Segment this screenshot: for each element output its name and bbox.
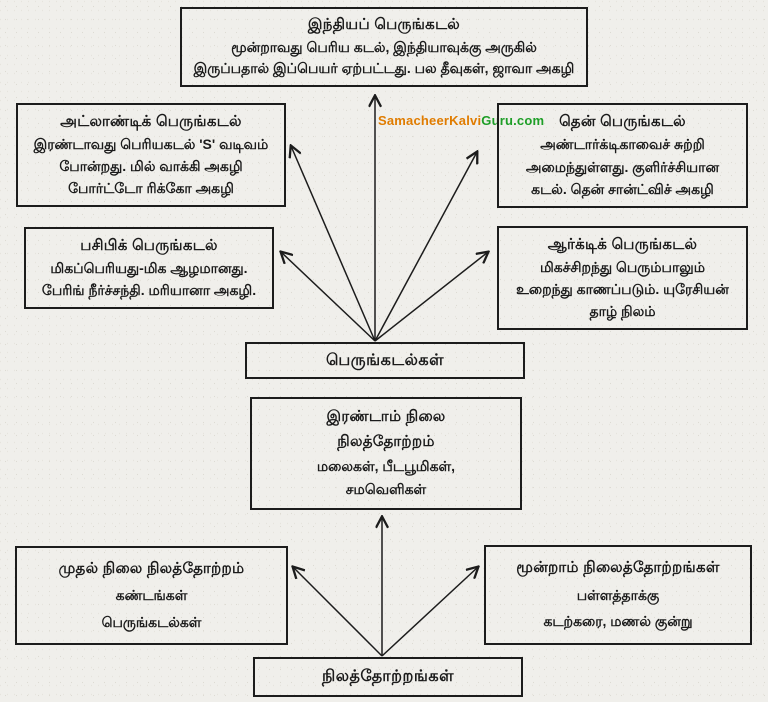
arrow-oceans-to-pacific [281,252,376,342]
box-line: அண்டார்க்டிகாவைச் சுற்றி [540,136,705,153]
box-atlantic-ocean: அட்லாண்டிக் பெருங்கடல் இரண்டாவது பெரியகட… [16,103,286,207]
box-title: இரண்டாம் நிலை [326,408,446,426]
box-title: அட்லாண்டிக் பெருங்கடல் [60,112,242,130]
box-pacific-ocean: பசிபிக் பெருங்கடல் மிகப்பெரியது-மிக ஆழமா… [24,227,274,309]
box-second-order-landform: இரண்டாம் நிலை நிலத்தோற்றம் மலைகள், பீடபூ… [250,397,522,510]
box-line: உறைந்து காணப்படும். யுரேசியன் [516,280,729,297]
box-title: நிலத்தோற்றம் [337,432,435,450]
box-line: இருப்பதால் இப்பெயர் ஏற்பட்டது. பல தீவுகள… [193,60,575,77]
box-line: மிகப்பெரியது-மிக ஆழமானது. [50,259,248,276]
box-title: பெருங்கடல்கள் [325,351,445,369]
box-line: கண்டங்கள் [115,587,188,604]
box-line: பெருங்கடல்கள் [101,613,202,630]
box-line: பள்ளத்தாக்கு [576,586,660,603]
box-first-order-landform: முதல் நிலை நிலத்தோற்றம் கண்டங்கள் பெருங்… [15,546,288,645]
box-title: நிலத்தோற்றங்கள் [321,668,455,685]
arrow-landforms-to-third [381,567,478,657]
box-line: கடற்கரை, மணல் குன்று [543,613,693,630]
arrow-oceans-to-atlantic [291,146,376,342]
watermark-prefix: SamacheerKalvi [378,113,482,128]
box-indian-ocean: இந்தியப் பெருங்கடல் மூன்றாவது பெரிய கடல்… [180,7,588,87]
box-title: முதல் நிலை நிலத்தோற்றம் [58,559,245,577]
box-line: மிகச்சிறந்து பெரும்பாலும் [540,258,705,275]
box-line: அமைந்துள்ளது. குளிர்ச்சியான [525,158,720,175]
box-title: இந்தியப் பெருங்கடல் [307,16,461,34]
watermark: SamacheerKalviGuru.com [378,113,544,128]
box-line: போர்ட்டோ ரிக்கோ அகழி [68,179,234,196]
box-title: தென் பெருங்கடல் [559,112,686,130]
arrow-oceans-to-arctic [374,252,488,342]
box-title: ஆர்க்டிக் பெருங்கடல் [547,235,698,253]
box-line: சமவெளிகள் [345,481,427,498]
box-arctic-ocean: ஆர்க்டிக் பெருங்கடல் மிகச்சிறந்து பெரும்… [497,226,748,330]
box-oceans-root: பெருங்கடல்கள் [245,342,525,379]
box-landforms-root: நிலத்தோற்றங்கள் [253,657,523,697]
box-title: பசிபிக் பெருங்கடல் [80,236,218,254]
box-line: போன்றது. மில் வாக்கி அகழி [59,157,243,174]
box-line: கடல். தென் சான்ட்விச் அகழி [531,180,714,197]
box-third-order-landform: மூன்றாம் நிலைத்தோற்றங்கள் பள்ளத்தாக்கு க… [484,545,752,645]
arrow-oceans-to-southern [374,152,477,342]
arrow-landforms-to-first [293,567,383,657]
box-line: இரண்டாவது பெரியகடல் 'S' வடிவம் [33,135,269,152]
watermark-suffix: Guru.com [481,113,545,128]
box-line: மூன்றாவது பெரிய கடல், இந்தியாவுக்கு அருக… [231,38,537,55]
box-line: தாழ் நிலம் [589,302,656,319]
box-line: மலைகள், பீடபூமிகள், [316,457,456,474]
box-southern-ocean: தென் பெருங்கடல் அண்டார்க்டிகாவைச் சுற்றி… [497,103,748,208]
box-line: பேரிங் நீர்ச்சந்தி. மரியானா அகழி. [41,281,257,298]
box-title: மூன்றாம் நிலைத்தோற்றங்கள் [516,559,720,577]
